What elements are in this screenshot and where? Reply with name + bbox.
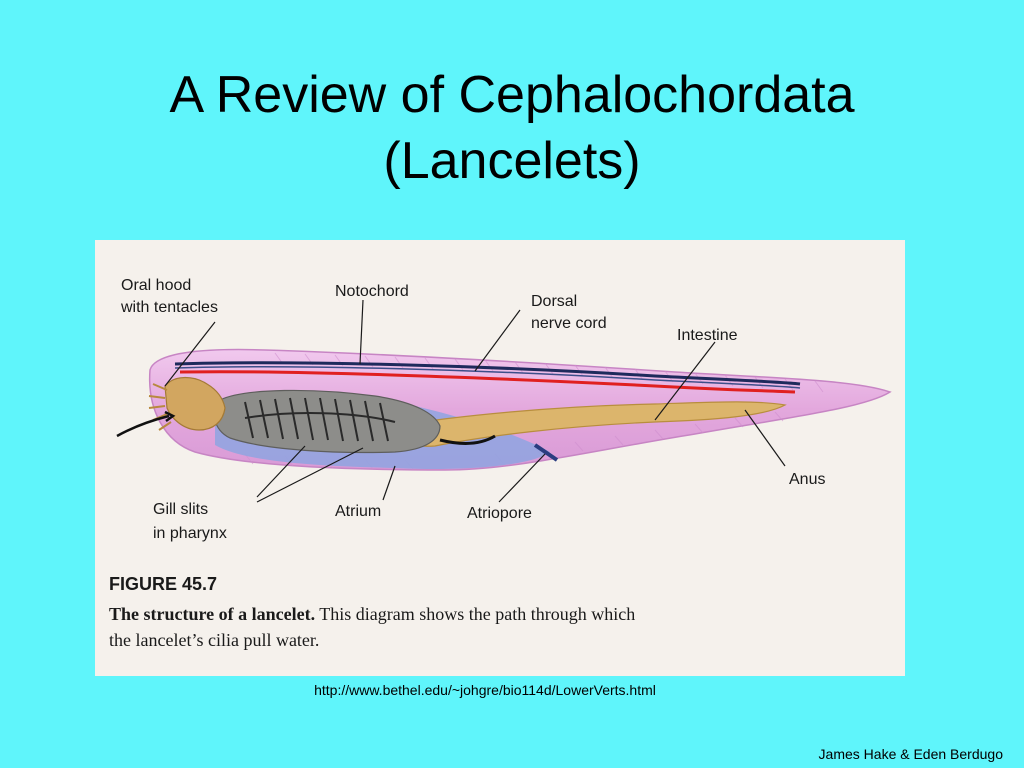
leader-lines: [164, 299, 786, 503]
atriopore-mark: [533, 443, 559, 462]
figure-caption-line1: The structure of a lancelet. This diagra…: [109, 604, 635, 624]
label-oral-hood-line1: Oral hood: [121, 277, 191, 294]
incoming-water-arrow: [116, 414, 170, 438]
source-url: http://www.bethel.edu/~johgre/bio114d/Lo…: [314, 682, 656, 698]
figure-number: FIGURE 45.7: [109, 574, 217, 594]
dorsal-nerve-cord: [179, 370, 796, 394]
figure-caption-bold: The structure of a lancelet.: [109, 604, 315, 624]
tentacles: [148, 383, 172, 431]
figure-caption-line2: the lancelet’s cilia pull water.: [109, 630, 319, 650]
label-atriopore: Atriopore: [467, 505, 532, 522]
gill-slits: [244, 397, 396, 442]
slide-title-line1: A Review of Cephalochordata: [169, 66, 855, 124]
label-oral-hood-line2: with tentacles: [120, 299, 218, 316]
figure-caption-text1: This diagram shows the path through whic…: [315, 604, 635, 624]
oral-hood: [164, 376, 226, 431]
notochord: [174, 361, 801, 386]
label-anus: Anus: [789, 471, 825, 488]
pharynx: [213, 389, 441, 454]
label-notochord: Notochord: [335, 283, 409, 300]
lancelet-diagram: Oral hood with tentacles Notochord Dorsa…: [109, 277, 892, 650]
water-flow-arrow: [439, 434, 496, 445]
label-gill-slits-line2: in pharynx: [153, 525, 227, 542]
label-dorsal-line1: Dorsal: [531, 293, 577, 310]
author-credit: James Hake & Eden Berdugo: [818, 746, 1003, 762]
label-gill-slits-line1: Gill slits: [153, 501, 208, 518]
slide-title: A Review of Cephalochordata (Lancelets): [0, 62, 1024, 194]
slide-title-line2: (Lancelets): [383, 132, 641, 190]
label-intestine: Intestine: [677, 327, 738, 344]
label-dorsal-line2: nerve cord: [531, 315, 607, 332]
label-atrium: Atrium: [335, 503, 381, 520]
lancelet-figure: Oral hood with tentacles Notochord Dorsa…: [95, 240, 905, 676]
